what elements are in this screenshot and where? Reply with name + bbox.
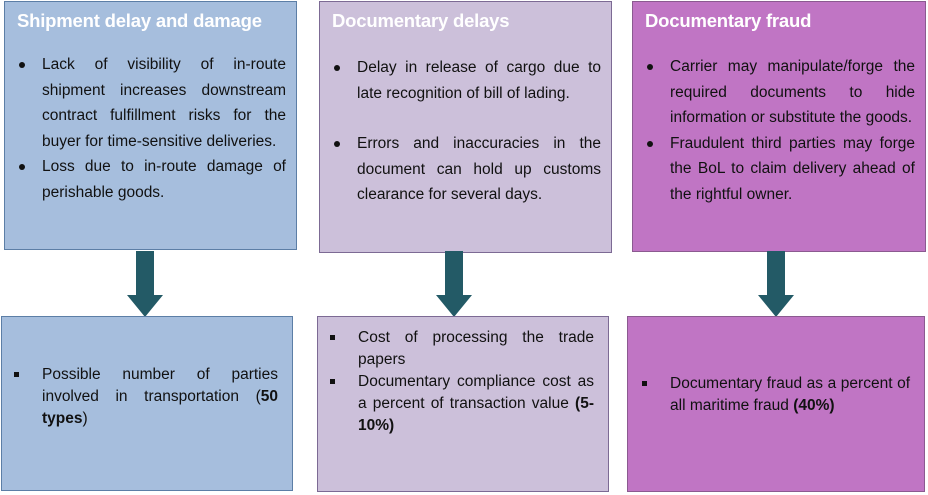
- square-bullet-icon: [642, 381, 647, 386]
- risk-title: Documentary fraud: [645, 10, 812, 31]
- risk-list: Lack of visibility of in-route shipment …: [17, 52, 286, 205]
- square-bullet-icon: [330, 379, 335, 384]
- risk-item: Loss due to in-route damage of perishabl…: [17, 154, 286, 205]
- bullet-icon: [647, 140, 653, 147]
- risk-box-shipment-delay: Shipment delay and damage Lack of visibi…: [4, 1, 297, 250]
- metric-box-shipment-delay: Possible number of parties involved in t…: [1, 316, 293, 491]
- risk-title: Documentary delays: [332, 10, 510, 31]
- metric-item: Possible number of parties involved in t…: [12, 364, 278, 430]
- bullet-icon: [334, 141, 340, 147]
- risk-title: Shipment delay and damage: [17, 10, 262, 31]
- risk-list: Carrier may manipulate/forge the require…: [645, 54, 915, 207]
- bullet-icon: [647, 64, 653, 70]
- risk-box-documentary-fraud: Documentary fraud Carrier may manipulate…: [632, 1, 926, 252]
- metric-list: Cost of processing the trade papers Docu…: [328, 327, 594, 437]
- risk-item: Delay in release of cargo due to late re…: [332, 55, 601, 106]
- down-arrow-icon: [758, 251, 794, 317]
- square-bullet-icon: [330, 335, 335, 340]
- metric-list: Possible number of parties involved in t…: [12, 364, 278, 430]
- risk-list: Delay in release of cargo due to late re…: [332, 55, 601, 208]
- risk-item: Carrier may manipulate/forge the require…: [645, 54, 915, 131]
- square-bullet-icon: [14, 372, 19, 377]
- bullet-icon: [19, 164, 25, 170]
- down-arrow-icon: [436, 251, 472, 317]
- risk-item: Errors and inaccuracies in the document …: [332, 131, 601, 208]
- metric-box-documentary-delays: Cost of processing the trade papers Docu…: [317, 316, 609, 492]
- metric-item: Documentary compliance cost as a percent…: [328, 371, 594, 437]
- metric-item: Cost of processing the trade papers: [328, 327, 594, 371]
- metric-box-documentary-fraud: Documentary fraud as a percent of all ma…: [627, 316, 925, 492]
- bullet-icon: [19, 62, 25, 68]
- risk-item: Fraudulent third parties may forge the B…: [645, 131, 915, 208]
- metric-list: Documentary fraud as a percent of all ma…: [640, 373, 910, 417]
- metric-item: Documentary fraud as a percent of all ma…: [640, 373, 910, 417]
- bullet-icon: [334, 65, 340, 71]
- risk-item: Lack of visibility of in-route shipment …: [17, 52, 286, 154]
- risk-box-documentary-delays: Documentary delays Delay in release of c…: [319, 1, 612, 253]
- down-arrow-icon: [127, 251, 163, 317]
